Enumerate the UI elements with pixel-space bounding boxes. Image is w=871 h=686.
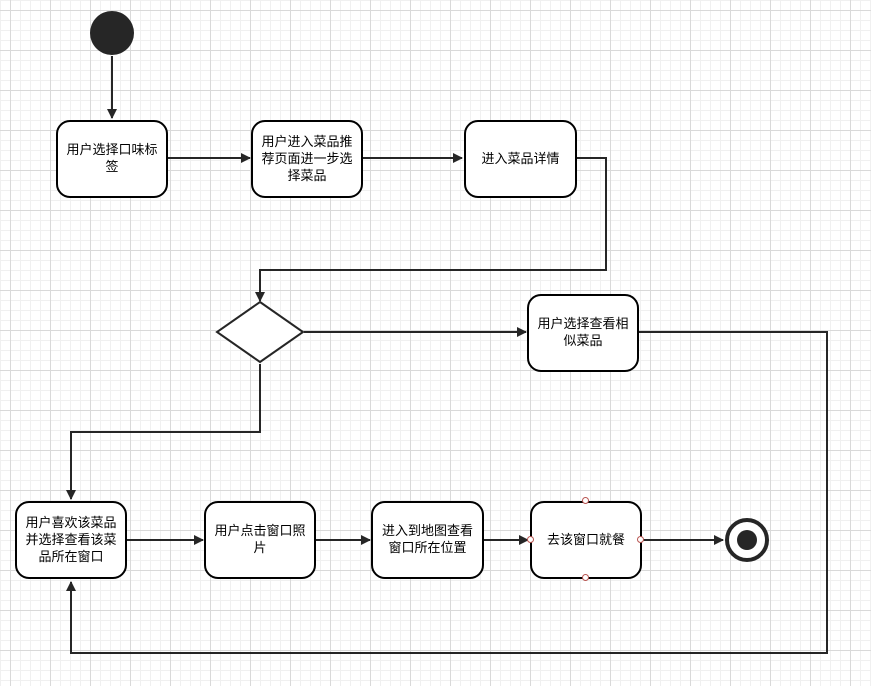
node-recommend-page[interactable]: 用户进入菜品推荐页面进一步选择菜品	[251, 120, 363, 198]
connection-port-right[interactable]	[637, 536, 644, 543]
node-label: 用户选择查看相似菜品	[537, 317, 629, 349]
decision-diamond	[215, 300, 305, 364]
end-node	[725, 518, 769, 562]
node-label: 用户选择口味标签	[66, 143, 158, 175]
node-label: 进入到地图查看窗口所在位置	[381, 524, 473, 556]
edge-similar-loop-back	[66, 331, 828, 654]
start-node	[90, 11, 134, 55]
connection-port-top[interactable]	[582, 497, 589, 504]
node-click-window-photo[interactable]: 用户点击窗口照片	[204, 501, 316, 579]
connection-port-left[interactable]	[527, 536, 534, 543]
node-choose-taste-tag[interactable]: 用户选择口味标签	[56, 120, 168, 198]
node-label: 用户点击窗口照片	[214, 524, 306, 556]
node-label: 去该窗口就餐	[546, 532, 625, 548]
node-go-dine[interactable]: 去该窗口就餐	[530, 501, 642, 579]
node-label: 进入菜品详情	[481, 151, 560, 167]
node-dish-detail[interactable]: 进入菜品详情	[464, 120, 577, 198]
node-view-similar[interactable]: 用户选择查看相似菜品	[527, 294, 639, 372]
connection-port-bottom[interactable]	[582, 574, 589, 581]
node-label: 用户进入菜品推荐页面进一步选择菜品	[261, 134, 353, 184]
edge-detail-to-decision	[255, 157, 607, 302]
node-label: 用户喜欢该菜品并选择查看该菜品所在窗口	[25, 515, 117, 565]
edge-decision-to-like	[66, 364, 261, 500]
node-like-and-view-window[interactable]: 用户喜欢该菜品并选择查看该菜品所在窗口	[15, 501, 127, 579]
node-map-window-location[interactable]: 进入到地图查看窗口所在位置	[371, 501, 484, 579]
